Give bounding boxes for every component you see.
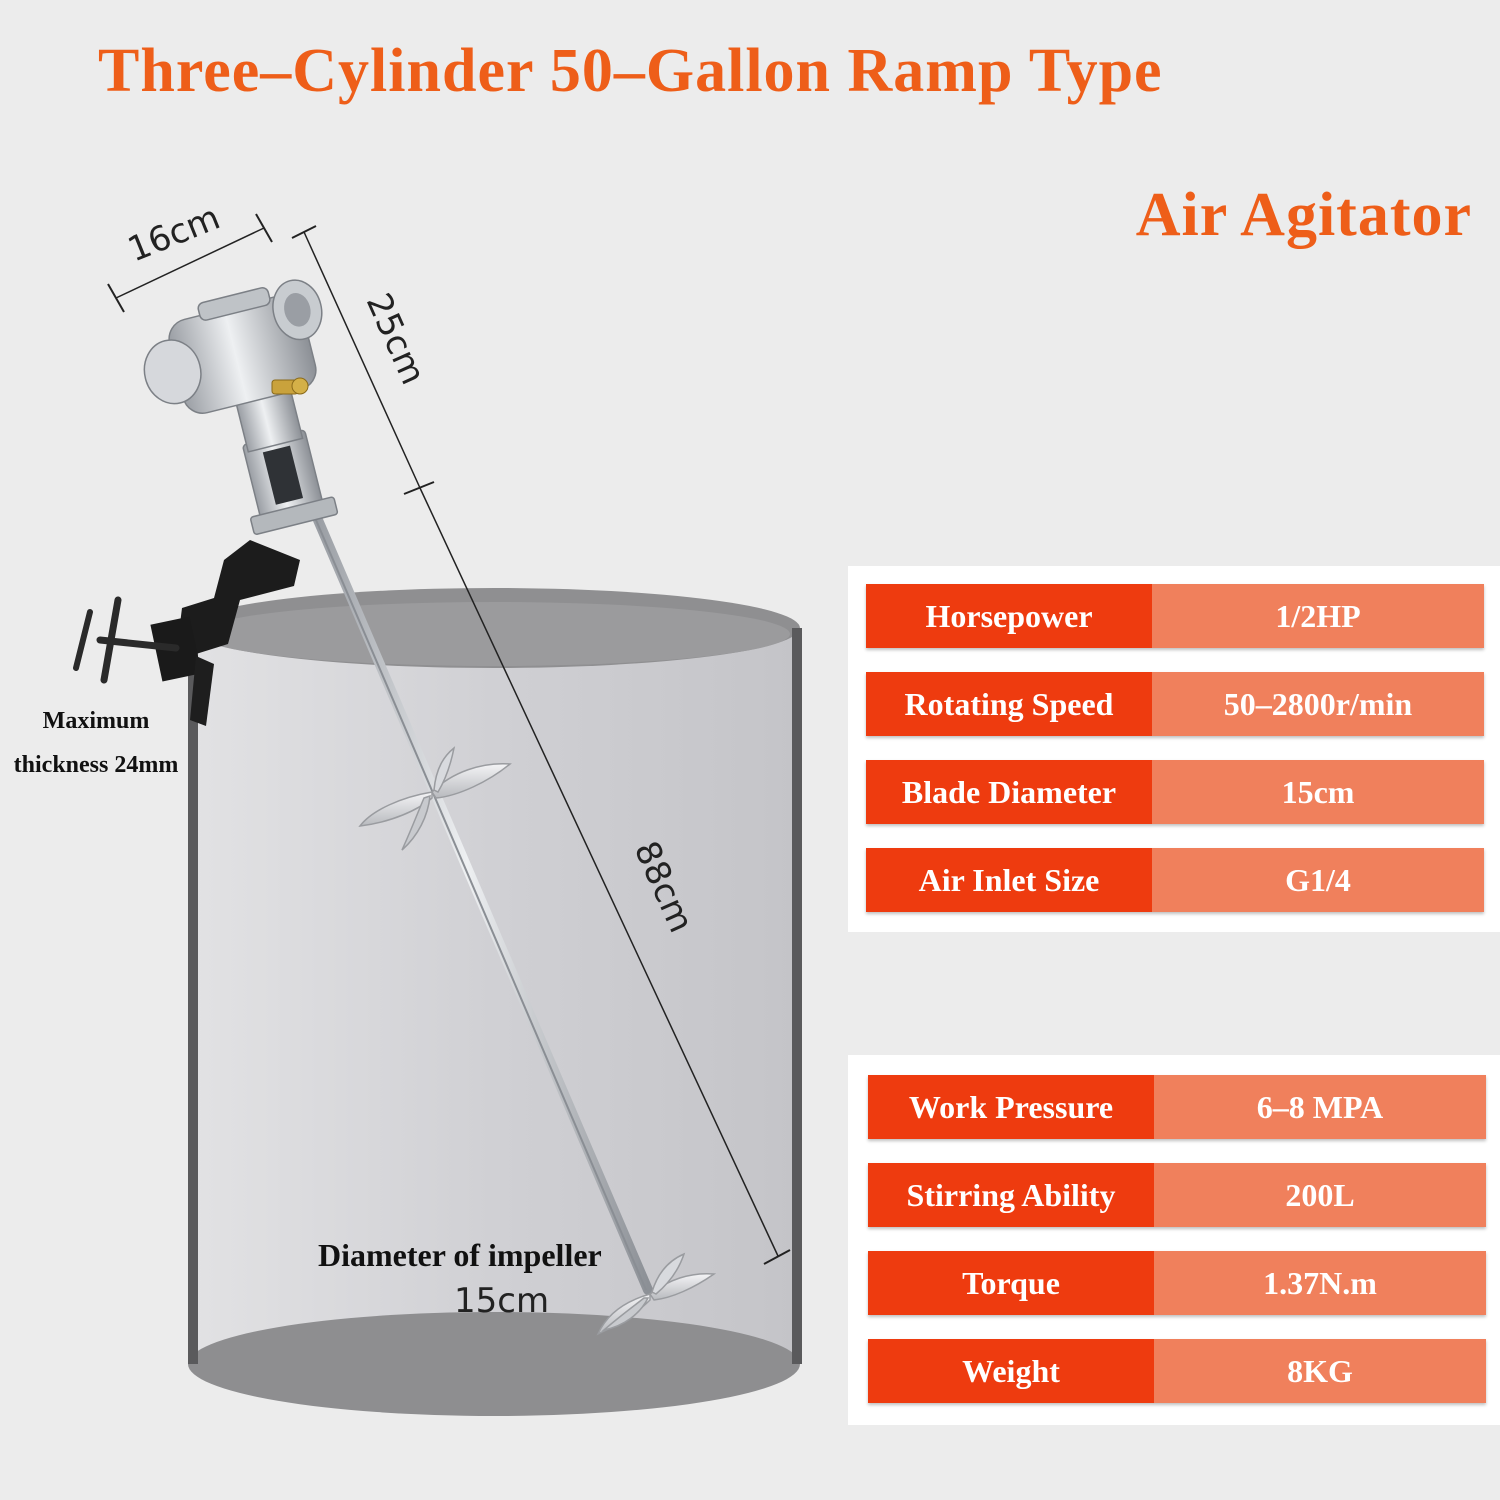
dimension-head-width (107, 213, 273, 313)
spec-label: Torque (868, 1251, 1154, 1315)
spec-label: Weight (868, 1339, 1154, 1403)
spec-row-stirring-ability: Stirring Ability 200L (868, 1163, 1486, 1227)
air-motor-icon (143, 279, 339, 535)
spec-row-air-inlet-size: Air Inlet Size G1/4 (866, 848, 1484, 912)
agitator-diagram: 16cm 25cm 88cm Maximum thickness 24mm Di… (14, 198, 802, 1416)
spec-row-blade-diameter: Blade Diameter 15cm (866, 760, 1484, 824)
air-inlet-fitting-icon (271, 377, 309, 395)
dimension-shaft-length (419, 487, 791, 1265)
title-line-1: Three–Cylinder 50–Gallon Ramp Type (98, 37, 1163, 105)
spec-value: 6–8 MPA (1154, 1075, 1486, 1139)
dimension-motor-length (291, 225, 435, 495)
barrel (188, 588, 802, 1416)
title-line-2: Air Agitator (1135, 181, 1472, 249)
spec-value: 1.37N.m (1154, 1251, 1486, 1315)
impeller-note-line-1: Diameter of impeller (318, 1237, 602, 1273)
upper-impeller-icon (358, 746, 512, 851)
spec-table-2: Work Pressure 6–8 MPA Stirring Ability 2… (848, 1055, 1500, 1425)
clamp-icon (73, 540, 300, 726)
spec-row-weight: Weight 8KG (868, 1339, 1486, 1403)
clamp-note-line-1: Maximum (43, 708, 150, 734)
spec-value: 200L (1154, 1163, 1486, 1227)
spec-value: G1/4 (1152, 848, 1484, 912)
impeller-note-line-2: 15cm (454, 1281, 549, 1321)
spec-row-rotating-speed: Rotating Speed 50–2800r/min (866, 672, 1484, 736)
spec-value: 1/2HP (1152, 584, 1484, 648)
spec-label: Horsepower (866, 584, 1152, 648)
lower-impeller-icon (596, 1252, 717, 1336)
spec-table-1: Horsepower 1/2HP Rotating Speed 50–2800r… (848, 566, 1500, 932)
head-width-label: 16cm (122, 198, 225, 271)
spec-label: Rotating Speed (866, 672, 1152, 736)
clamp-note-line-2: thickness 24mm (14, 752, 179, 778)
spec-label: Blade Diameter (866, 760, 1152, 824)
spec-value: 15cm (1152, 760, 1484, 824)
spec-label: Stirring Ability (868, 1163, 1154, 1227)
spec-value: 8KG (1154, 1339, 1486, 1403)
spec-row-work-pressure: Work Pressure 6–8 MPA (868, 1075, 1486, 1139)
spec-label: Work Pressure (868, 1075, 1154, 1139)
spec-value: 50–2800r/min (1152, 672, 1484, 736)
mixing-shaft (313, 515, 653, 1295)
spec-label: Air Inlet Size (866, 848, 1152, 912)
spec-row-torque: Torque 1.37N.m (868, 1251, 1486, 1315)
spec-row-horsepower: Horsepower 1/2HP (866, 584, 1484, 648)
